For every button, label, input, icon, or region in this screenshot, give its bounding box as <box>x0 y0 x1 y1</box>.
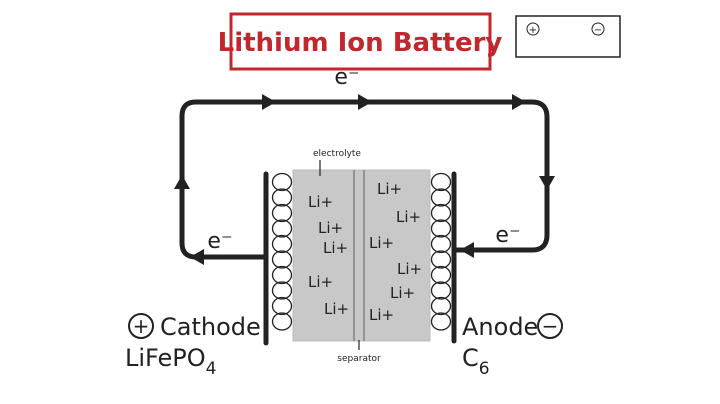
electrolyte-callout: electrolyte <box>313 149 361 176</box>
cathode-coil-loop <box>271 296 293 316</box>
arrow-top-2 <box>358 94 372 110</box>
cathode-electrode <box>263 171 293 346</box>
arrow-right-down <box>539 176 555 190</box>
arrow-bottom-right <box>460 242 474 258</box>
anode-name: Anode <box>462 313 538 341</box>
separator-label: separator <box>337 354 381 364</box>
anode-coil-loop <box>430 234 452 254</box>
anode-label: Anode − C6 <box>462 313 563 379</box>
cathode-coil-loop <box>271 265 293 285</box>
anode-coil-loop <box>430 188 452 207</box>
cathode-coil-loop <box>271 312 293 331</box>
arrow-top-3 <box>512 94 526 110</box>
anode-coil-loop <box>430 265 452 285</box>
ion-left-5: Li+ <box>324 300 349 318</box>
ion-left-2: Li+ <box>318 219 343 237</box>
ion-right-3: Li+ <box>369 234 394 252</box>
anode-formula: C6 <box>462 344 490 379</box>
anode-coil-loop <box>430 219 452 238</box>
cathode-coil-loop <box>271 234 293 254</box>
anode-formula-sub: 6 <box>479 359 490 379</box>
separator: separator <box>337 170 381 364</box>
ions-right-group: Li+ Li+ Li+ Li+ Li+ Li+ <box>369 180 422 324</box>
current-arrows <box>174 94 555 265</box>
anode-electrode <box>430 171 457 344</box>
anode-coil-loop <box>430 296 452 316</box>
ion-left-3: Li+ <box>323 239 348 257</box>
electrolyte <box>292 169 431 342</box>
ion-right-4: Li+ <box>397 260 422 278</box>
electron-label-top: e⁻ <box>334 65 359 90</box>
electron-label-left: e⁻ <box>207 229 232 254</box>
anode-coil-loop <box>430 312 452 331</box>
arrow-left-up <box>174 175 190 189</box>
ions-left-group: Li+ Li+ Li+ Li+ Li+ <box>308 193 349 318</box>
cathode-name: Cathode <box>160 313 261 341</box>
electrolyte-label: electrolyte <box>313 149 361 159</box>
electron-label-right: e⁻ <box>495 223 520 248</box>
anode-coil-loop <box>430 172 452 192</box>
ion-left-1: Li+ <box>308 193 333 211</box>
cathode-coil-loop <box>271 250 293 269</box>
anode-sign: − <box>542 314 559 338</box>
cathode-coil-loop <box>271 172 293 192</box>
cathode-sign: + <box>133 314 150 338</box>
battery-icon: + − <box>515 15 621 58</box>
arrow-bottom-left <box>190 249 204 265</box>
ion-right-2: Li+ <box>396 208 421 226</box>
battery-minus-symbol: − <box>594 25 602 36</box>
cathode-coil-loop <box>271 188 293 207</box>
anode-formula-main: C <box>462 344 479 372</box>
cathode-formula-sub: 4 <box>206 359 217 379</box>
battery-plus-symbol: + <box>529 25 537 36</box>
anode-minus-circle <box>537 313 563 339</box>
anode-coil-loop <box>430 203 452 223</box>
anode-coil-loop <box>430 250 452 269</box>
cathode-coil-loop <box>271 203 293 223</box>
anode-coil-loop <box>430 281 452 300</box>
ion-right-5: Li+ <box>390 284 415 302</box>
cathode-formula-main: LiFePO <box>125 344 206 372</box>
arrow-top-1 <box>262 94 276 110</box>
cathode-label: + Cathode LiFePO4 <box>125 313 261 379</box>
title-box: Lithium Ion Battery <box>218 12 503 71</box>
ion-right-6: Li+ <box>369 306 394 324</box>
anode-coils <box>430 172 452 331</box>
ion-left-4: Li+ <box>308 273 333 291</box>
cathode-coils <box>271 172 293 331</box>
page-title: Lithium Ion Battery <box>218 28 503 58</box>
cathode-formula: LiFePO4 <box>125 344 217 379</box>
cathode-plus-circle <box>128 313 154 339</box>
cathode-coil-loop <box>271 281 293 300</box>
ion-right-1: Li+ <box>377 180 402 198</box>
cathode-coil-loop <box>271 219 293 238</box>
